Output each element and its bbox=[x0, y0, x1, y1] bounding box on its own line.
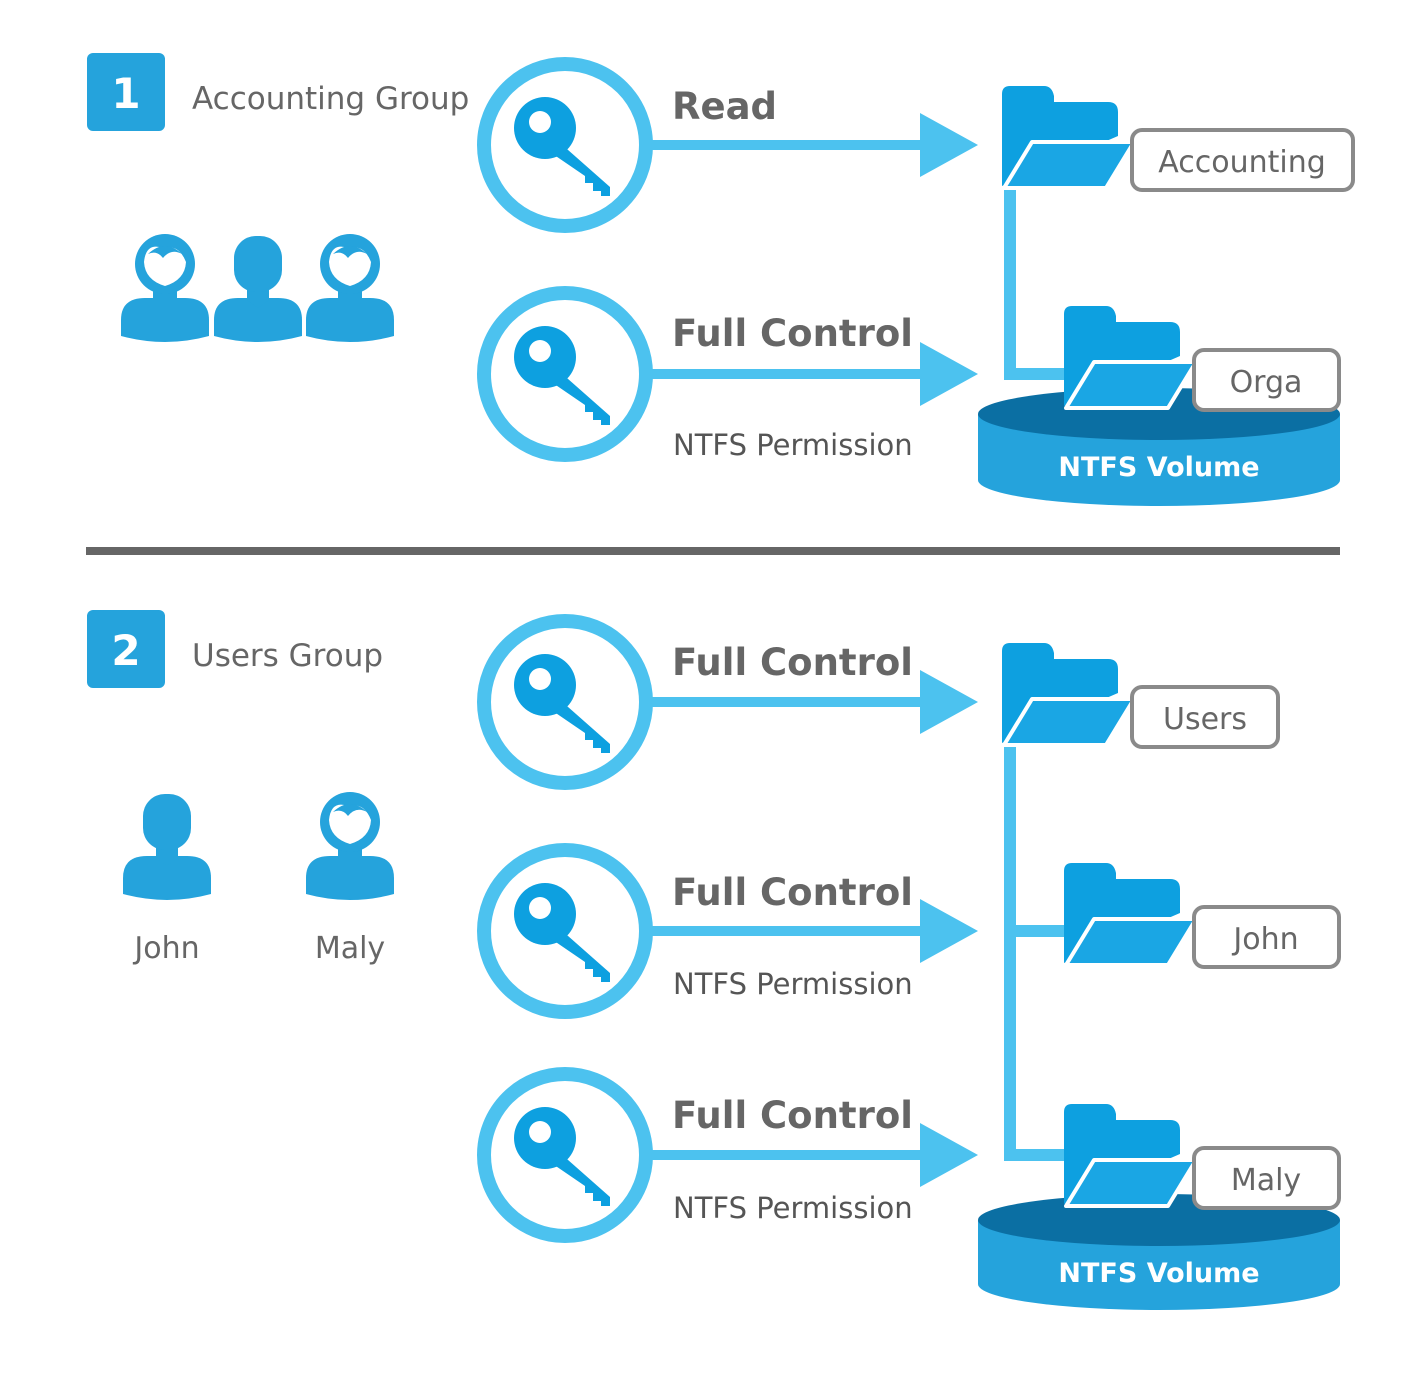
section-1-number-box bbox=[87, 53, 165, 131]
folder-icon bbox=[1062, 861, 1198, 967]
folder-label-box bbox=[1192, 905, 1341, 969]
section-1-number: 1 bbox=[111, 69, 140, 118]
folder-icon bbox=[1062, 304, 1198, 410]
section-1-group-name: Accounting Group bbox=[192, 81, 469, 117]
folder-label: Users bbox=[1163, 702, 1247, 737]
male-user-icon bbox=[214, 236, 302, 342]
arrowhead bbox=[920, 1123, 978, 1187]
folder-icon bbox=[1000, 84, 1136, 190]
section-2-number: 2 bbox=[111, 626, 140, 675]
folder-label-box bbox=[1192, 1146, 1341, 1210]
permission-subtitle: NTFS Permission bbox=[673, 428, 913, 462]
permission-title: Read bbox=[672, 85, 777, 128]
folder-label-box bbox=[1192, 348, 1341, 412]
folder-label: Maly bbox=[1231, 1163, 1301, 1198]
arrowhead bbox=[920, 342, 978, 406]
female-user-icon bbox=[306, 792, 394, 900]
folder-label-box bbox=[1130, 685, 1280, 749]
folder-label-box bbox=[1130, 128, 1355, 192]
permission-subtitle: NTFS Permission bbox=[673, 1191, 913, 1225]
permission-title: Full Control bbox=[672, 641, 913, 684]
key-icon bbox=[514, 326, 610, 425]
user-label: Maly bbox=[315, 931, 385, 966]
volume-disk bbox=[978, 414, 1340, 506]
section-divider bbox=[86, 547, 1340, 555]
male-user-icon bbox=[123, 794, 211, 900]
key-icon bbox=[514, 97, 610, 196]
volume-label: NTFS Volume bbox=[1058, 1258, 1259, 1289]
permission-title: Full Control bbox=[672, 1094, 913, 1137]
user-label: John bbox=[132, 931, 199, 966]
female-user-icon bbox=[306, 234, 394, 342]
folder-icon bbox=[1000, 641, 1136, 747]
folder-label: Accounting bbox=[1158, 145, 1326, 180]
arrowhead bbox=[920, 899, 978, 963]
section-2-number-box bbox=[87, 610, 165, 688]
section-2-group-name: Users Group bbox=[192, 638, 383, 674]
folder-icon bbox=[1062, 1102, 1198, 1208]
permission-title: Full Control bbox=[672, 871, 913, 914]
key-icon bbox=[514, 654, 610, 753]
volume-label: NTFS Volume bbox=[1058, 452, 1259, 483]
key-icon bbox=[514, 883, 610, 982]
female-user-icon bbox=[121, 234, 209, 342]
key-icon bbox=[514, 1107, 610, 1206]
permission-subtitle: NTFS Permission bbox=[673, 967, 913, 1001]
arrowhead bbox=[920, 113, 978, 177]
folder-label: Orga bbox=[1230, 365, 1303, 400]
permission-title: Full Control bbox=[672, 312, 913, 355]
folder-label: John bbox=[1231, 922, 1298, 957]
arrowhead bbox=[920, 670, 978, 734]
